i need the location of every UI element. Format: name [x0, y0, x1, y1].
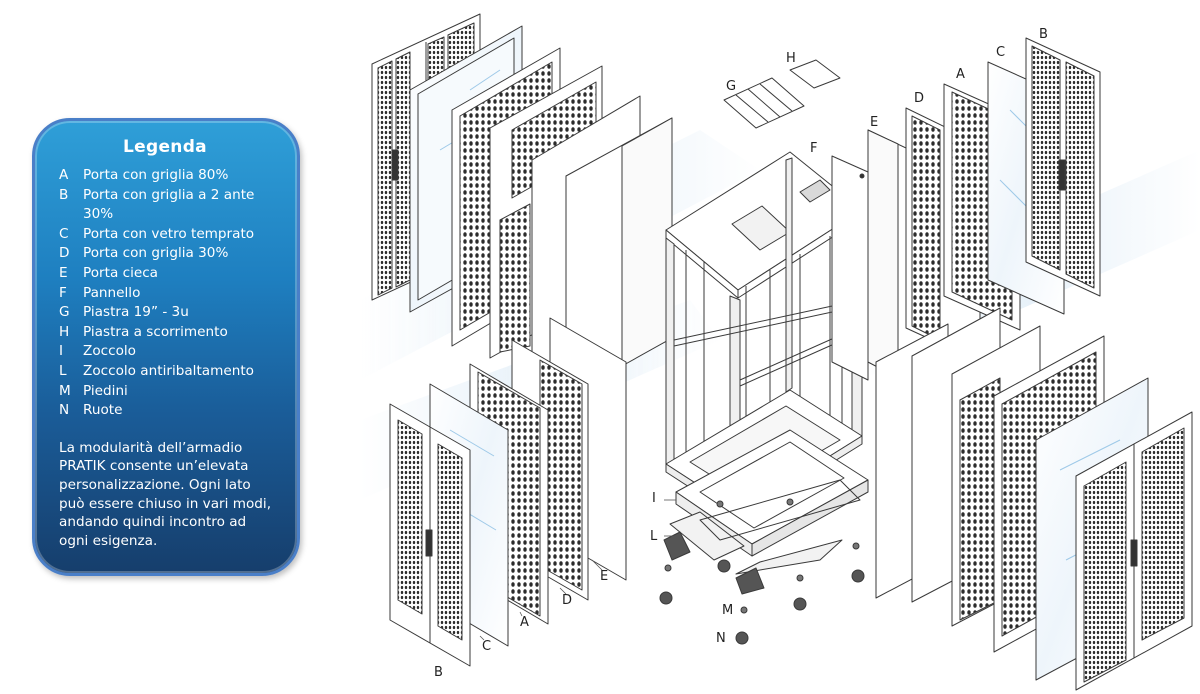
- legend-key: I: [59, 343, 64, 360]
- callout-labels: B C A D E F G H I L M N B C A D E: [434, 27, 1048, 680]
- door-b-bottom-left: [389, 403, 471, 667]
- legend-key: E: [59, 264, 68, 281]
- legend-key: L: [59, 362, 67, 379]
- legend-item: M Piedini: [59, 382, 283, 402]
- legend-key: D: [59, 245, 70, 262]
- plate-g: [723, 77, 805, 129]
- panel-f-top-right: [831, 155, 869, 381]
- door-b-bottom-right: [1075, 411, 1193, 691]
- legend-item: C Porta con vetro temprato: [59, 225, 283, 245]
- legend-label: Piastra a scorrimento: [83, 323, 228, 340]
- legend-list: A Porta con griglia 80% B Porta con grigli…: [59, 166, 283, 421]
- callout-n: N: [716, 631, 726, 646]
- legend-item: D Porta con griglia 30%: [59, 244, 283, 264]
- legend-key: M: [59, 382, 71, 399]
- door-b-top-right: [1025, 37, 1101, 297]
- legend-label: Porta con griglia 80%: [83, 167, 229, 183]
- legend-item: L Zoccolo antiribaltamento: [59, 362, 283, 382]
- callout-d-bottom-left: D: [562, 593, 572, 608]
- legend-label: Porta cieca: [83, 264, 159, 281]
- callout-b-top-right: B: [1039, 27, 1048, 42]
- callout-e-bottom-left: E: [600, 569, 608, 584]
- callout-g: G: [726, 79, 736, 94]
- callout-e-top-right: E: [870, 115, 878, 130]
- legend-key: C: [59, 225, 69, 242]
- legend-item: B Porta con griglia a 2 ante 30%: [59, 186, 283, 225]
- legend-label: Piastra 19” - 3u: [83, 304, 189, 321]
- legend-label: Zoccolo antiribaltamento: [83, 362, 254, 379]
- legend-label: Zoccolo: [83, 343, 136, 360]
- legend-item: A Porta con griglia 80%: [59, 166, 283, 186]
- callout-c-bottom-left: C: [482, 639, 491, 654]
- callout-l: L: [650, 529, 658, 544]
- legend-key: N: [59, 402, 70, 419]
- leader-lines: [479, 499, 676, 641]
- callout-c-top-right: C: [996, 45, 1005, 60]
- legend-label: Porta con griglia 30%: [83, 245, 229, 262]
- plinth-l: [663, 479, 861, 595]
- legend-key: B: [59, 186, 69, 203]
- legend-label: Ruote: [83, 402, 123, 419]
- legend-item: N Ruote: [59, 401, 283, 421]
- legend-key: G: [59, 304, 70, 321]
- callout-b-bottom-left: B: [434, 665, 443, 680]
- legend-item: E Porta cieca: [59, 264, 283, 284]
- callout-m: M: [722, 603, 733, 618]
- callout-a-top-right: A: [956, 67, 965, 82]
- legend-description: La modularità dell’armadio PRATIK consen…: [59, 439, 272, 549]
- legend-key: H: [59, 323, 70, 340]
- legend-item: G Piastra 19” - 3u: [59, 303, 283, 323]
- callout-a-bottom-left: A: [520, 615, 529, 630]
- legend-panel: Legenda A Porta con griglia 80% B Porta co…: [32, 118, 300, 576]
- legend-item: I Zoccolo: [59, 342, 283, 362]
- legend-item: F Pannello: [59, 284, 283, 304]
- legend-label: Pannello: [83, 284, 141, 301]
- legend-label: Porta con vetro temprato: [83, 225, 255, 242]
- legend-item: H Piastra a scorrimento: [59, 323, 283, 343]
- legend-label: Piedini: [83, 382, 128, 399]
- feet-m: [664, 498, 860, 614]
- legend-title: Legenda: [123, 137, 207, 157]
- callout-i: I: [652, 491, 656, 506]
- legend-key: A: [59, 167, 69, 183]
- callout-h: H: [786, 51, 796, 66]
- legend-label: Porta con griglia a 2 ante 30%: [83, 186, 255, 223]
- callout-f-top-right: F: [810, 141, 817, 156]
- wheels-n: [659, 559, 865, 645]
- callout-d-top-right: D: [914, 91, 924, 106]
- plate-h: [789, 59, 841, 89]
- legend-key: F: [59, 284, 67, 301]
